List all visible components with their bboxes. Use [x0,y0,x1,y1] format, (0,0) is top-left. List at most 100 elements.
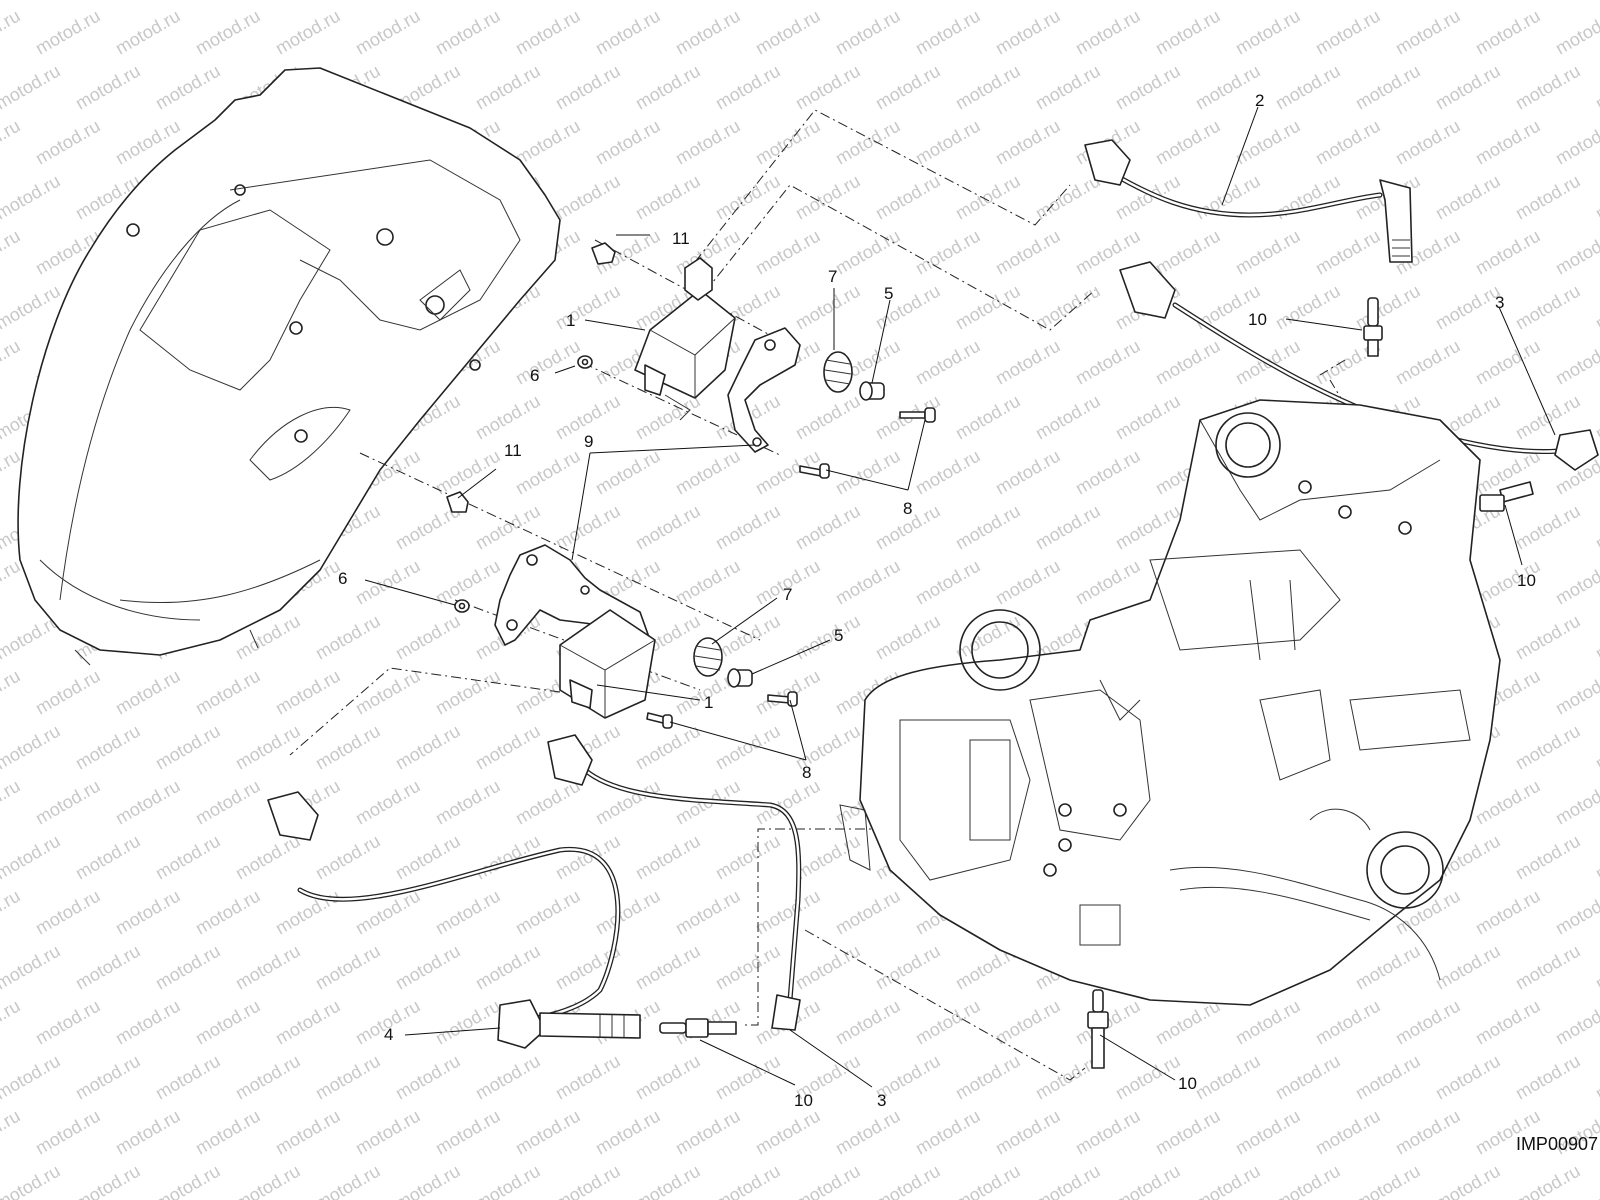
watermark-text: motod.ru [1032,391,1104,444]
watermark-text: motod.ru [672,1106,744,1159]
watermark-text: motod.ru [512,116,584,169]
watermark-text: motod.ru [1232,226,1304,279]
watermark-text: motod.ru [872,281,944,334]
watermark-text: motod.ru [0,0,64,3]
watermark-text: motod.ru [912,336,984,389]
watermark-text: motod.ru [1472,6,1544,59]
watermark-text: motod.ru [792,391,864,444]
watermark-text: motod.ru [472,721,544,774]
watermark-text: motod.ru [1552,776,1600,829]
watermark-text: motod.ru [112,666,184,719]
watermark-text: motod.ru [672,116,744,169]
watermark-text: motod.ru [312,941,384,994]
watermark-text: motod.ru [0,61,64,114]
watermark-text: motod.ru [1592,941,1600,994]
watermark-text: motod.ru [592,1106,664,1159]
watermark-text: motod.ru [1352,941,1424,994]
watermark-text: motod.ru [232,0,304,3]
callout-labels: 11 1 6 9 7 5 8 2 3 10 10 11 6 7 5 1 8 4 … [338,91,1536,1110]
watermark-text: motod.ru [512,776,584,829]
watermark-text: motod.ru [512,336,584,389]
watermark-text: motod.ru [1432,61,1504,114]
watermark-text: motod.ru [952,391,1024,444]
watermark-text: motod.ru [592,6,664,59]
watermark-text: motod.ru [1472,116,1544,169]
watermark-text: motod.ru [1552,336,1600,389]
watermark-text: motod.ru [1392,116,1464,169]
watermark-text: motod.ru [112,1106,184,1159]
watermark-text: motod.ru [1592,1051,1600,1104]
image-code: IMP00907 [1516,1134,1598,1154]
watermark-text: motod.ru [1072,446,1144,499]
watermark-text: motod.ru [792,831,864,884]
watermark-text: motod.ru [312,831,384,884]
watermark-text: motod.ru [152,831,224,884]
watermark-text: motod.ru [952,61,1024,114]
watermark-text: motod.ru [952,501,1024,554]
clip-lower [446,491,469,513]
watermark-text: motod.ru [0,996,24,1049]
watermark-text: motod.ru [712,501,784,554]
ht-cable-4 [267,791,641,1049]
watermark-text: motod.ru [312,1161,384,1200]
callout-10-b: 10 [1517,571,1536,590]
watermark-text: motod.ru [1352,1161,1424,1200]
watermark-text: motod.ru [992,336,1064,389]
watermark-text: motod.ru [912,996,984,1049]
watermark-text: motod.ru [272,666,344,719]
watermark-text: motod.ru [392,941,464,994]
watermark-text: motod.ru [272,996,344,1049]
watermark-text: motod.ru [1512,941,1584,994]
callout-5-lower: 5 [834,626,843,645]
watermark-text: motod.ru [272,1106,344,1159]
grommet-lower [693,637,723,677]
watermark-text: motod.ru [832,6,904,59]
watermark-text: motod.ru [872,0,944,3]
watermark-text: motod.ru [832,556,904,609]
watermark-text: motod.ru [1392,996,1464,1049]
watermark-text: motod.ru [832,226,904,279]
watermark-text: motod.ru [1472,776,1544,829]
watermark-text: motod.ru [0,666,24,719]
spacer-lower [727,668,753,688]
watermark-text: motod.ru [992,996,1064,1049]
watermark-text: motod.ru [432,886,504,939]
watermark-text: motod.ru [1072,336,1144,389]
watermark-text: motod.ru [192,1106,264,1159]
watermark-text: motod.ru [512,886,584,939]
spark-plug-c [659,1018,737,1038]
watermark-text: motod.ru [1352,0,1424,3]
watermark-text: motod.ru [232,941,304,994]
watermark-text: motod.ru [472,941,544,994]
watermark-text: motod.ru [712,61,784,114]
watermark-text: motod.ru [832,886,904,939]
watermark-text: motod.ru [232,831,304,884]
watermark-text: motod.ru [792,941,864,994]
watermark-text: motod.ru [1312,226,1384,279]
watermark-text: motod.ru [0,556,24,609]
watermark-text: motod.ru [192,886,264,939]
watermark-text: motod.ru [1432,0,1504,3]
watermark-text: motod.ru [632,0,704,3]
watermark-text: motod.ru [1272,61,1344,114]
watermark-text: motod.ru [192,6,264,59]
watermark-text: motod.ru [1152,6,1224,59]
coil-bracket-upper [727,327,801,453]
watermark-text: motod.ru [1392,6,1464,59]
watermark-text: motod.ru [352,6,424,59]
watermark-text: motod.ru [392,0,464,3]
watermark-text: motod.ru [432,6,504,59]
watermark-text: motod.ru [672,446,744,499]
watermark-text: motod.ru [632,941,704,994]
callout-10-a: 10 [1248,310,1267,329]
callout-6-upper: 6 [530,366,539,385]
watermark-text: motod.ru [552,501,624,554]
watermark-text: motod.ru [352,1106,424,1159]
callout-7-upper: 7 [828,267,837,286]
watermark-text: motod.ru [552,0,624,3]
watermark-text: motod.ru [512,446,584,499]
watermark-text: motod.ru [832,446,904,499]
callout-9: 9 [584,432,593,451]
watermark-text: motod.ru [32,116,104,169]
watermark-text: motod.ru [1472,226,1544,279]
